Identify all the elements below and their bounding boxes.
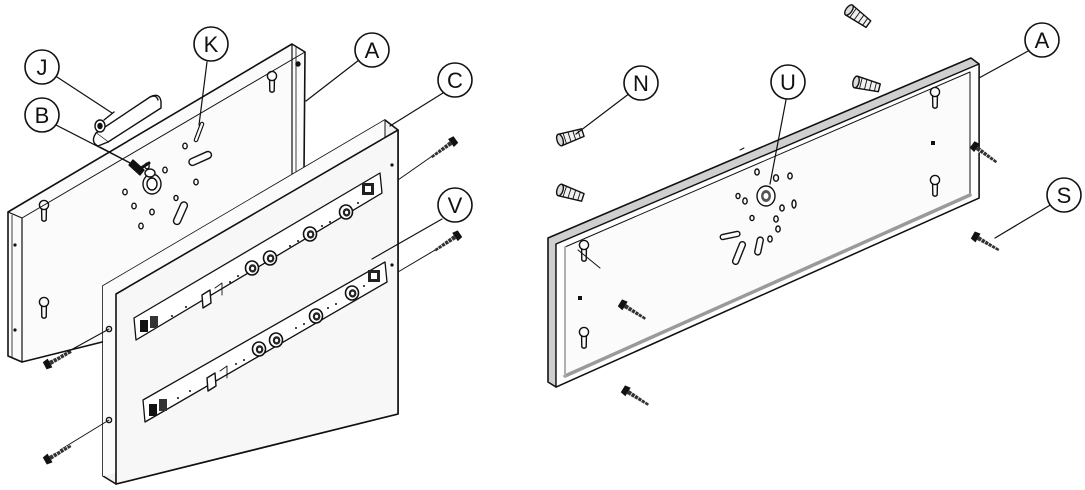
callout-a-left-label: A [365, 38, 380, 63]
callout-n-label: N [633, 71, 649, 96]
callout-n: N [575, 65, 659, 135]
left-lower-control-strip [142, 261, 388, 423]
callout-a-left: A [305, 32, 390, 102]
callout-s: S [994, 177, 1082, 239]
callout-a-right: A [978, 22, 1060, 79]
callout-c-label: C [447, 68, 463, 93]
callout-j-label: J [37, 55, 48, 80]
callout-k-label: K [204, 32, 219, 57]
right-mounting-plate [547, 57, 980, 388]
callout-v-label: V [448, 193, 463, 218]
callout-j: J [24, 49, 113, 114]
callout-k: K [193, 26, 229, 126]
callout-b: B [24, 97, 135, 166]
callout-b-label: B [35, 103, 50, 128]
callout-c: C [389, 62, 473, 127]
callout-u: U [769, 64, 806, 185]
callout-a-right-label: A [1035, 28, 1050, 53]
callout-v: V [371, 187, 473, 260]
left-upper-control-strip [133, 172, 383, 341]
left-assembly-screws [41, 134, 464, 467]
callout-u-label: U [780, 70, 796, 95]
callout-s-label: S [1057, 183, 1072, 208]
